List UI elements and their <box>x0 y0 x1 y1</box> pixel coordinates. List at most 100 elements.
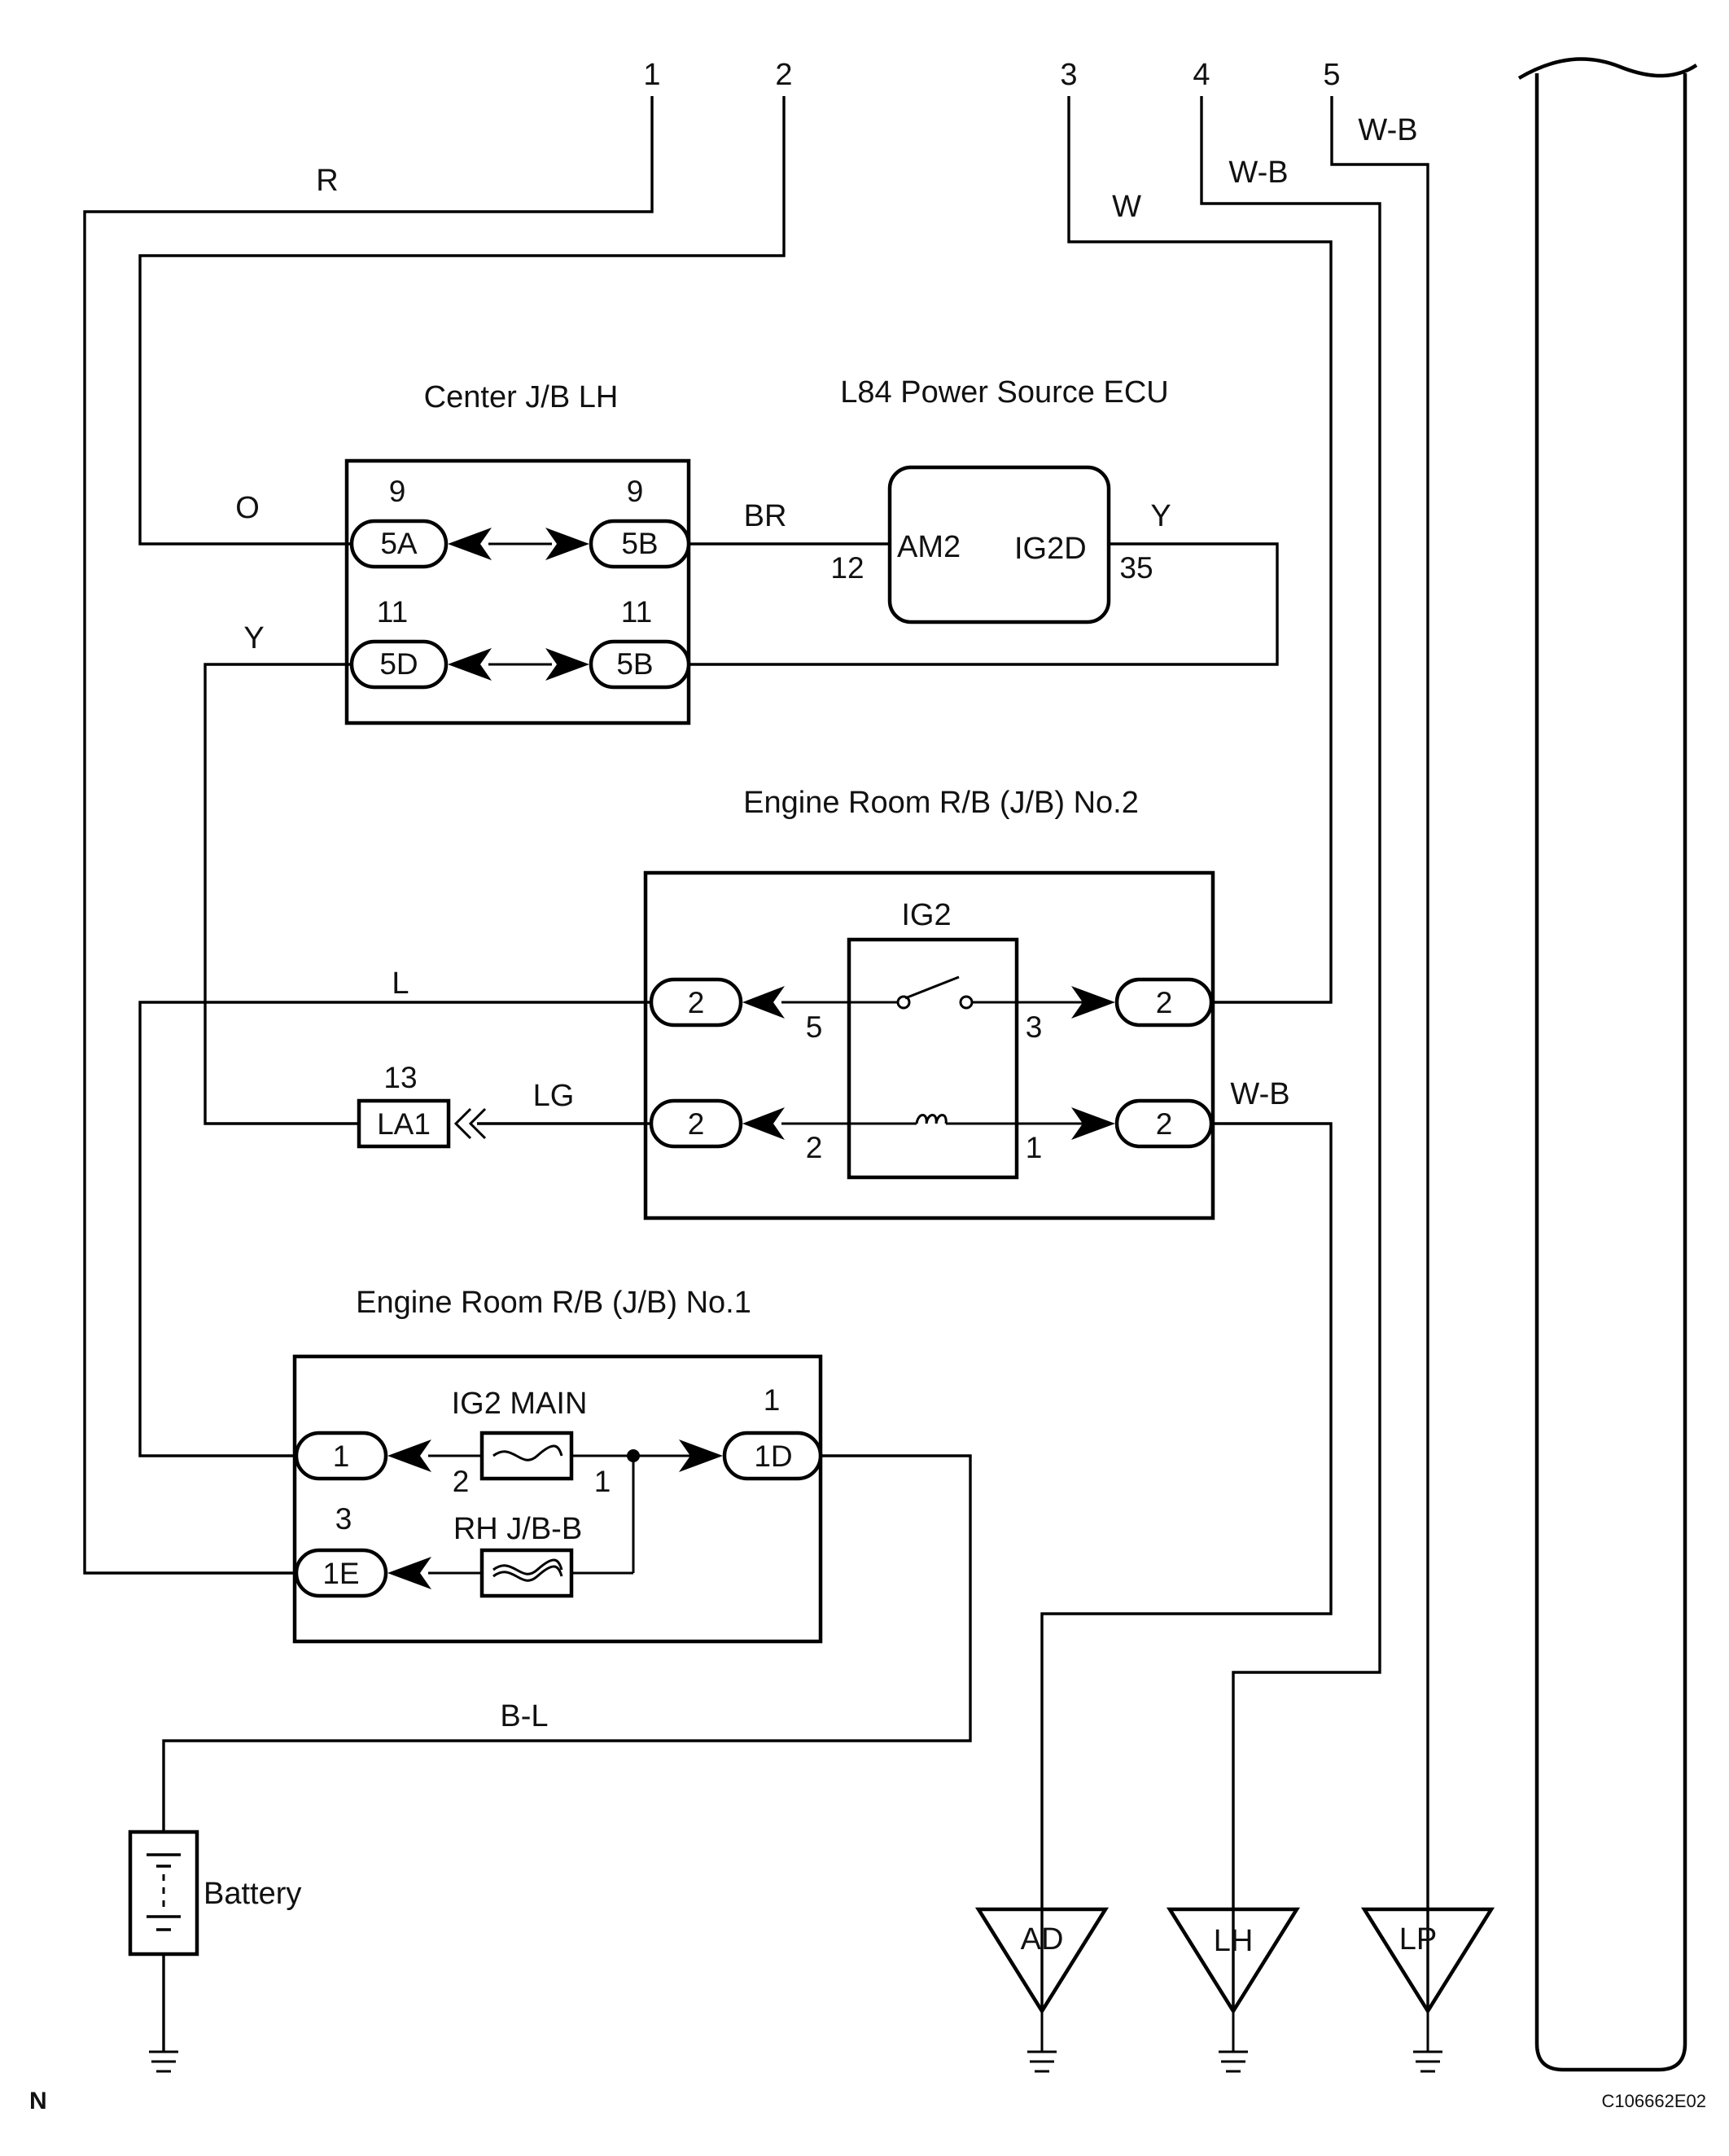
ground-lh: LH <box>1166 1907 1301 2073</box>
switch-blade <box>904 975 960 1000</box>
rb1-title: Engine Room R/B (J/B) No.1 <box>356 1286 751 1320</box>
fuse-ig2-main-label: IG2 MAIN <box>452 1387 588 1421</box>
ecu-box <box>887 465 1111 624</box>
rb1-box <box>292 1354 823 1644</box>
connector-5b-top-label: 5B <box>621 527 658 560</box>
la1-box <box>357 1098 451 1149</box>
top-terminals: 1 2 3 4 5 <box>643 58 1340 92</box>
ground-ad-label: AD <box>1021 1922 1064 1957</box>
arrow-5d <box>448 648 492 681</box>
terminal-1: 1 <box>643 58 660 92</box>
ground-lh-label: LH <box>1214 1924 1254 1958</box>
ecu-title: L84 Power Source ECU <box>840 375 1168 410</box>
ground-lp: LP <box>1360 1907 1495 2073</box>
terminal-2: 2 <box>775 58 792 92</box>
power-source-ecu: L84 Power Source ECU AM2 IG2D 12 35 <box>830 375 1169 624</box>
relay-ig2-label: IG2 <box>901 898 951 932</box>
arrow-5b-top <box>545 528 589 560</box>
wire-l <box>138 1001 651 1457</box>
center-jb-pin-9-right: 9 <box>627 475 644 508</box>
continuation-bar <box>1517 57 1698 2072</box>
wire-label-r: R <box>316 164 338 198</box>
wire-label-w: W <box>1112 190 1141 224</box>
battery-box <box>128 1830 199 1957</box>
rb2-pin-3: 3 <box>1026 1010 1043 1044</box>
wire-label-y-ecu: Y <box>1150 499 1171 533</box>
terminal-3: 3 <box>1060 58 1077 92</box>
connector-5a-label: 5A <box>380 527 418 560</box>
footer-right: C106662E02 <box>1602 2091 1706 2111</box>
center-jb-pin-9-left: 9 <box>389 475 406 508</box>
la1-label: LA1 <box>377 1107 431 1141</box>
wire-label-y-left: Y <box>243 621 264 655</box>
rb2-connector-left-bottom <box>649 1098 743 1149</box>
rb1-connector-1 <box>294 1431 388 1481</box>
ground-battery <box>149 2050 178 2073</box>
battery: Battery <box>128 1830 301 1957</box>
relay-coil <box>915 1114 948 1124</box>
wire-label-o: O <box>235 491 260 525</box>
terminal-4: 4 <box>1193 58 1210 92</box>
relay-ig2-box <box>847 937 1019 1180</box>
connector-5d-label: 5D <box>379 647 418 681</box>
rb1-pin-1-fuse: 1 <box>594 1465 611 1498</box>
rb2-pin-1: 1 <box>1026 1131 1043 1164</box>
rb2-title: Engine Room R/B (J/B) No.2 <box>743 786 1139 820</box>
connector-5a <box>349 519 449 569</box>
ecu-terminal-ig2d: IG2D <box>1014 532 1087 566</box>
rb1-pin-2: 2 <box>453 1465 470 1498</box>
rb2-connector-right-bottom <box>1114 1098 1214 1149</box>
rb2-connector-left-top <box>649 977 743 1028</box>
wire-o <box>138 96 786 546</box>
arrow-5a <box>448 528 492 560</box>
wire-label-l: L <box>392 966 409 1001</box>
ground-lp-label: LP <box>1399 1922 1437 1957</box>
rb2-connector-right-bottom-label: 2 <box>1156 1107 1173 1141</box>
wire-label-wb-4: W-B <box>1228 156 1288 190</box>
ecu-terminal-am2: AM2 <box>897 530 961 564</box>
rb1-connector-1e-label: 1E <box>322 1557 359 1590</box>
battery-label: Battery <box>204 1877 301 1911</box>
wire-wb-relay <box>1040 1122 1333 2011</box>
terminal-5: 5 <box>1323 58 1340 92</box>
wire-bl <box>162 1454 972 1832</box>
center-jb-pin-11-left: 11 <box>377 595 408 629</box>
connector-5b-bottom-label: 5B <box>616 647 653 681</box>
rb2-pin-5: 5 <box>806 1010 823 1044</box>
footer-left: N <box>29 2088 47 2114</box>
ecu-pin-12: 12 <box>830 551 864 585</box>
center-jb-lh: Center J/B LH 9 5A 9 5B 11 5D 11 5B <box>344 380 691 725</box>
wire-label-br: BR <box>744 499 787 533</box>
center-jb-box <box>344 458 691 725</box>
la1-pin-13: 13 <box>383 1061 417 1094</box>
arrow-5b-bottom <box>545 648 589 681</box>
rb1-connector-1e <box>294 1548 388 1598</box>
ecu-pin-35: 35 <box>1119 551 1153 585</box>
rb2-connector-left-bottom-label: 2 <box>688 1107 705 1141</box>
rb1-pin-3: 3 <box>335 1502 352 1536</box>
wire-label-wb-relay: W-B <box>1230 1077 1289 1111</box>
rb2-box <box>643 870 1215 1220</box>
rb1-connector-1d-label: 1D <box>754 1440 792 1473</box>
center-jb-title: Center J/B LH <box>424 380 619 414</box>
wire-r <box>83 96 654 1575</box>
connector-5b-bottom <box>589 639 691 690</box>
rb1-pin-1-top: 1 <box>764 1383 781 1417</box>
engine-room-rb-no2: Engine Room R/B (J/B) No.2 IG2 2 5 2 2 2… <box>643 786 1215 1220</box>
connector-la1: 13 LA1 <box>357 1061 487 1149</box>
wire-label-bl: B-L <box>500 1699 548 1733</box>
wire-label-wb-5: W-B <box>1358 113 1417 147</box>
rb2-pin-2: 2 <box>806 1131 823 1164</box>
wire-wb-4 <box>1200 96 1381 2011</box>
wire-labels: R W W-B W-B O BR Y Y L LG W-B B-L <box>235 113 1417 1733</box>
rb1-connector-1d <box>722 1431 823 1481</box>
wire-label-lg: LG <box>533 1079 575 1113</box>
ground-ad: AD <box>974 1907 1110 2073</box>
switch-contact-right <box>959 995 974 1010</box>
connector-5b-top <box>589 519 691 569</box>
rb1-connector-1-label: 1 <box>333 1440 350 1473</box>
center-jb-pin-11-right: 11 <box>621 595 652 629</box>
wire-y-ecu <box>689 542 1279 666</box>
wire-y-left <box>204 663 359 1125</box>
